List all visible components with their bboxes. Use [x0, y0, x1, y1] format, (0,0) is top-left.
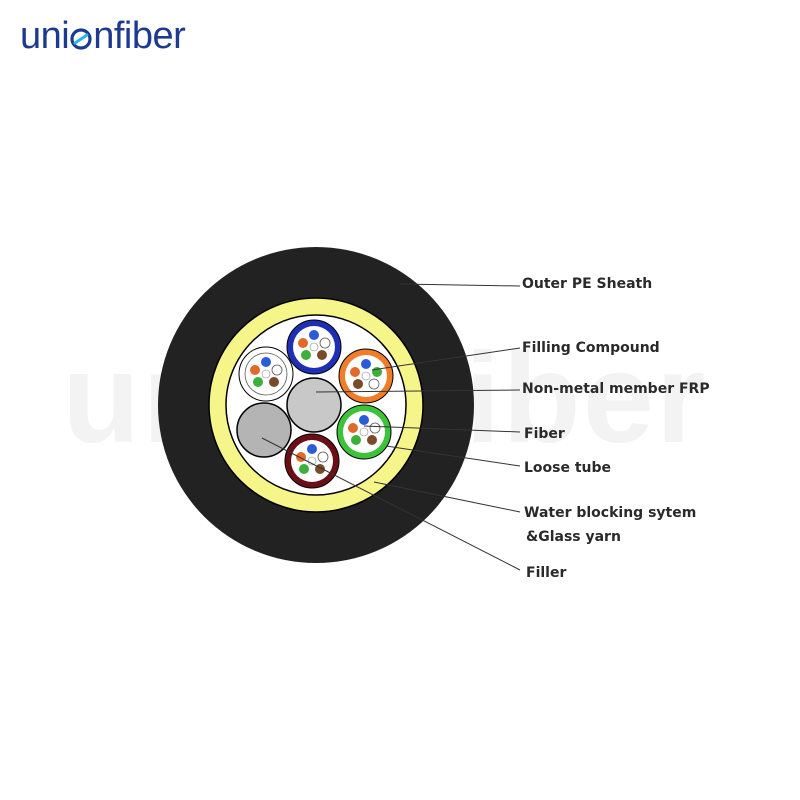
label-filler: Filler: [526, 565, 567, 581]
leader-filler: [261, 437, 521, 571]
logo-o-mark-icon: [70, 28, 92, 50]
filler-rod: [236, 402, 292, 458]
leader-water-blocking: [373, 481, 521, 513]
label-glass-yarn: &Glass yarn: [526, 529, 621, 545]
leader-lines: [261, 283, 521, 571]
label-outer-pe-sheath: Outer PE Sheath: [522, 276, 653, 292]
label-fiber: Fiber: [524, 426, 565, 442]
leader-frp: [315, 389, 521, 393]
fibers-white-tube: [250, 357, 283, 387]
label-water-blocking: Water blocking sytem: [524, 505, 697, 521]
fibers-green-tube: [348, 415, 381, 445]
logo-text-right: nfiber: [93, 15, 186, 57]
leader-filling-compound: [371, 347, 521, 371]
fibers-blue-tube: [298, 330, 331, 360]
leader-fiber: [363, 425, 521, 433]
leader-outer-pe-sheath: [399, 283, 521, 287]
leader-loose-tube: [385, 445, 521, 467]
label-non-metal-member-frp: Non-metal member FRP: [522, 381, 710, 397]
logo-text-left: uni: [20, 15, 70, 57]
label-loose-tube: Loose tube: [524, 460, 612, 476]
label-filling-compound: Filling Compound: [522, 340, 660, 356]
brand-logo: uni nfiber: [20, 14, 186, 58]
frp-member: [286, 377, 342, 433]
